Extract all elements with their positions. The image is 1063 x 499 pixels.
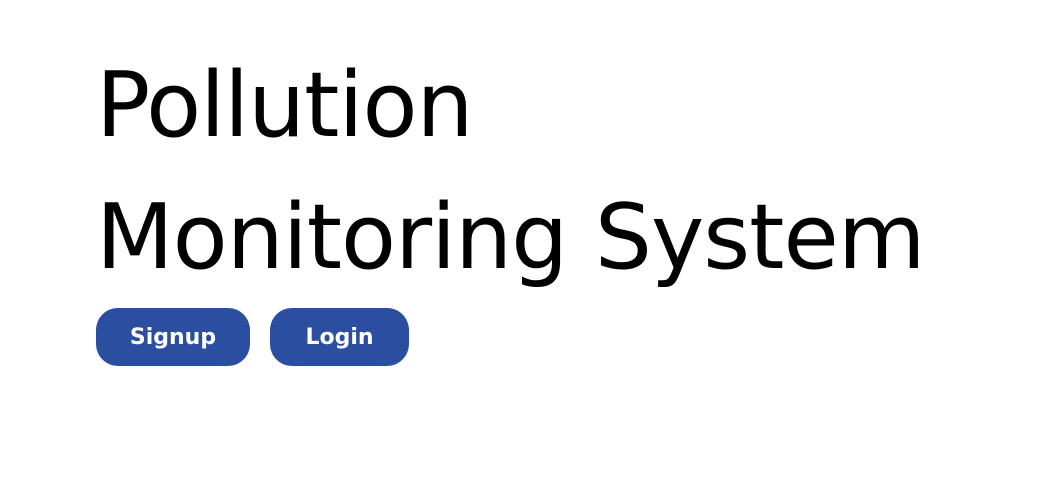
hero-section: Pollution Monitoring System: [96, 40, 1036, 304]
page-title: Pollution Monitoring System: [96, 40, 1036, 304]
signup-button[interactable]: Signup: [96, 308, 250, 366]
page-title-line-1: Pollution: [96, 53, 474, 158]
auth-actions: Signup Login: [96, 308, 409, 366]
page-title-line-2: Monitoring System: [96, 185, 926, 290]
login-button[interactable]: Login: [270, 308, 409, 366]
